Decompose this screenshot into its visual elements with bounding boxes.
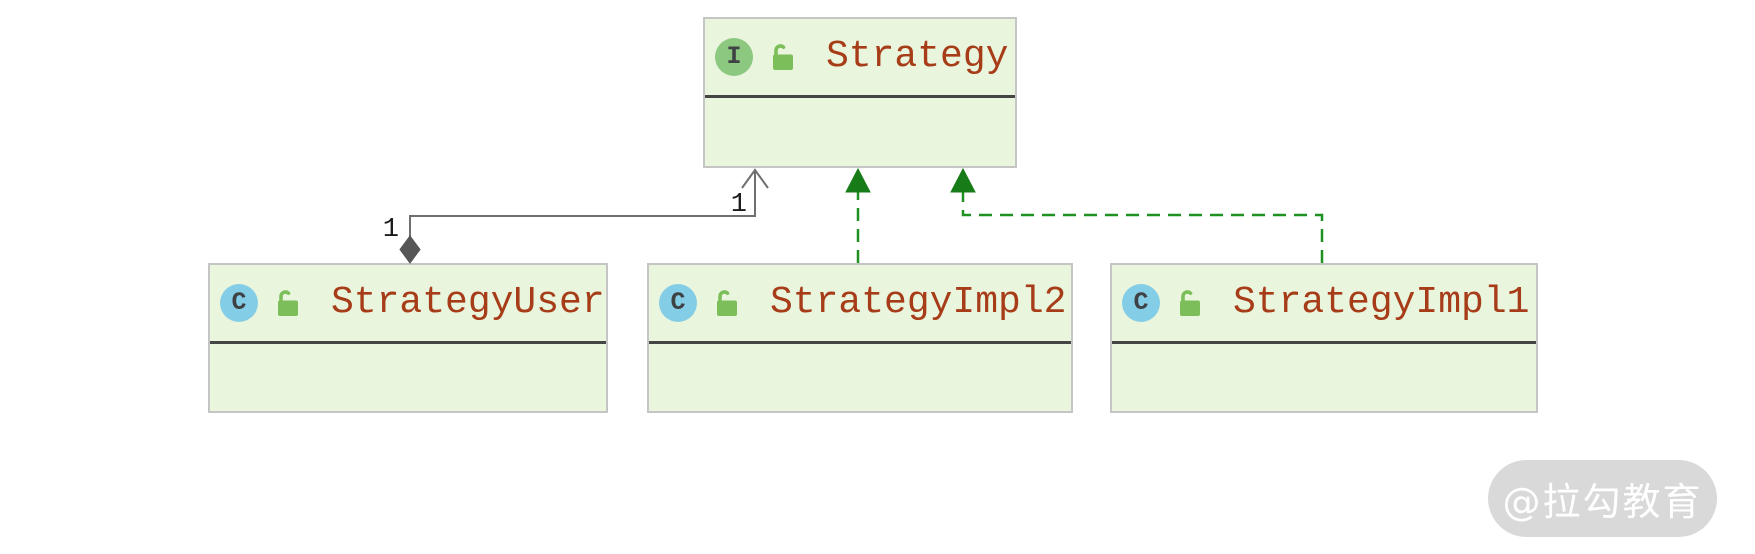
- class-icon: C: [220, 284, 258, 322]
- aggregation-diamond-icon: [399, 235, 421, 264]
- node-name: StrategyImpl2: [770, 281, 1067, 324]
- open-arrowhead-icon: [741, 168, 769, 189]
- realization-triangle-icon: [845, 167, 871, 193]
- multiplicity-label: 1: [383, 215, 399, 245]
- aggregation-edge-line: [409, 172, 756, 238]
- node-header: I Strategy: [705, 19, 1015, 98]
- node-header: C StrategyUser: [210, 265, 606, 344]
- node-header: C StrategyImpl1: [1112, 265, 1536, 344]
- node-strategy-interface[interactable]: I Strategy: [703, 17, 1017, 168]
- node-name: StrategyUser: [331, 281, 605, 324]
- realization-edge-line: [961, 191, 1324, 263]
- interface-badge-letter: I: [726, 41, 742, 71]
- node-header: C StrategyImpl2: [649, 265, 1071, 344]
- class-badge-letter: C: [670, 287, 686, 317]
- node-fields-compartment: [1112, 344, 1536, 411]
- unlocked-padlock-icon: [773, 44, 793, 70]
- unlocked-padlock-icon: [278, 290, 298, 316]
- node-strategyimpl2-class[interactable]: C StrategyImpl2: [647, 263, 1073, 413]
- interface-icon: I: [715, 38, 753, 76]
- class-icon: C: [1122, 284, 1160, 322]
- realization-triangle-icon: [950, 167, 976, 193]
- watermark-badge: @拉勾教育: [1488, 460, 1717, 537]
- node-strategyuser-class[interactable]: C StrategyUser: [208, 263, 608, 413]
- node-fields-compartment: [210, 344, 606, 411]
- multiplicity-label: 1: [731, 190, 747, 220]
- class-icon: C: [659, 284, 697, 322]
- node-strategyimpl1-class[interactable]: C StrategyImpl1: [1110, 263, 1538, 413]
- unlocked-padlock-icon: [1180, 290, 1200, 316]
- node-name: StrategyImpl1: [1233, 281, 1530, 324]
- node-name: Strategy: [826, 35, 1009, 78]
- node-fields-compartment: [649, 344, 1071, 411]
- edge-realization-strategyimpl2-to-strategy[interactable]: [845, 167, 871, 263]
- edge-aggregation-strategyuser-to-strategy[interactable]: 1 1: [383, 168, 769, 264]
- unlocked-padlock-icon: [717, 290, 737, 316]
- class-badge-letter: C: [231, 287, 247, 317]
- class-badge-letter: C: [1133, 287, 1149, 317]
- edge-realization-strategyimpl1-to-strategy[interactable]: [950, 167, 1324, 263]
- node-fields-compartment: [705, 98, 1015, 166]
